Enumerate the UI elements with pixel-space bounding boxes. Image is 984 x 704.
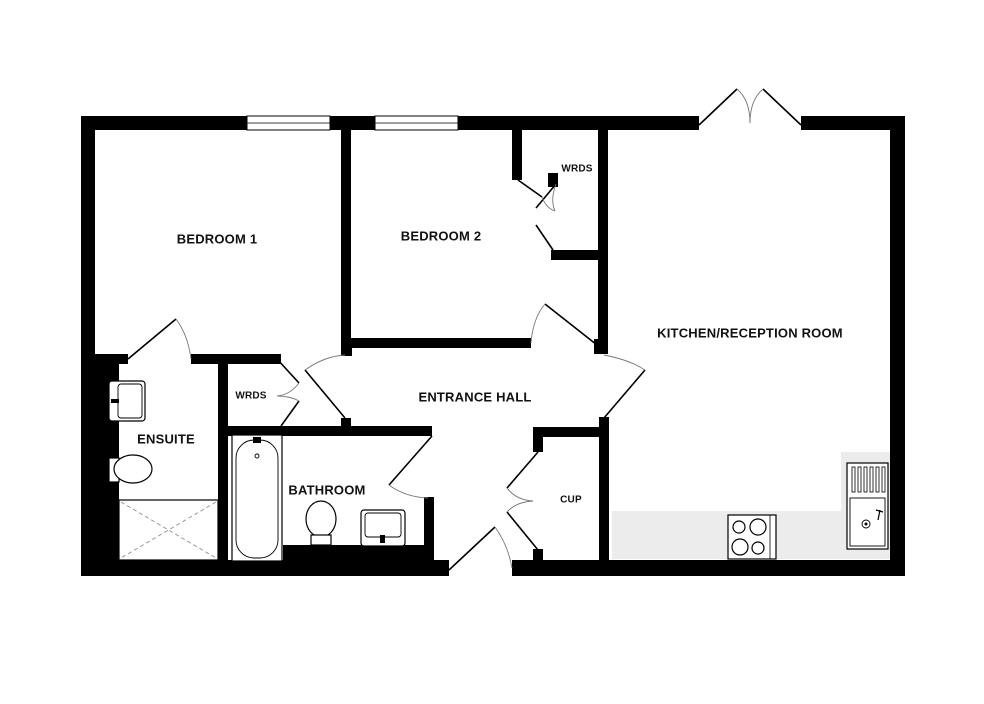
ensuite-toilet xyxy=(108,454,153,484)
interior-walls xyxy=(81,116,609,576)
ensuite-basin xyxy=(108,380,146,422)
window-bedroom2 xyxy=(374,115,459,131)
room-label-kitchen: KITCHEN/RECEPTION ROOM xyxy=(657,325,843,341)
bath xyxy=(231,434,283,562)
sink-drainer xyxy=(846,462,889,550)
doors-wardrobe-bedroom2 xyxy=(517,179,557,251)
window-bedroom1 xyxy=(246,115,331,131)
front-door xyxy=(448,526,513,571)
room-label-wardrobe-hall: WRDS xyxy=(235,390,267,402)
door-bedroom1 xyxy=(127,318,192,360)
french-doors xyxy=(698,88,802,126)
hob xyxy=(727,514,777,560)
bathroom-basin xyxy=(360,509,406,547)
door-bedroom2 xyxy=(530,303,598,346)
room-label-bathroom: BATHROOM xyxy=(288,482,366,498)
ensuite-shower xyxy=(118,499,219,561)
door-kitchen xyxy=(603,354,646,419)
door-bathroom xyxy=(388,435,433,499)
room-label-ensuite: ENSUITE xyxy=(137,431,195,447)
bathroom-toilet xyxy=(305,500,337,546)
room-label-cupboard: CUP xyxy=(560,494,582,506)
door-bedroom2-hall-left xyxy=(304,354,346,419)
room-label-bedroom2: BEDROOM 2 xyxy=(400,228,482,244)
doors-cupboard xyxy=(506,451,539,551)
room-label-bedroom1: BEDROOM 1 xyxy=(176,231,258,247)
doors-wardrobe-hall xyxy=(276,358,300,427)
room-label-entrance-hall: ENTRANCE HALL xyxy=(418,389,532,405)
room-label-wardrobe-bedroom2: WRDS xyxy=(561,163,593,175)
